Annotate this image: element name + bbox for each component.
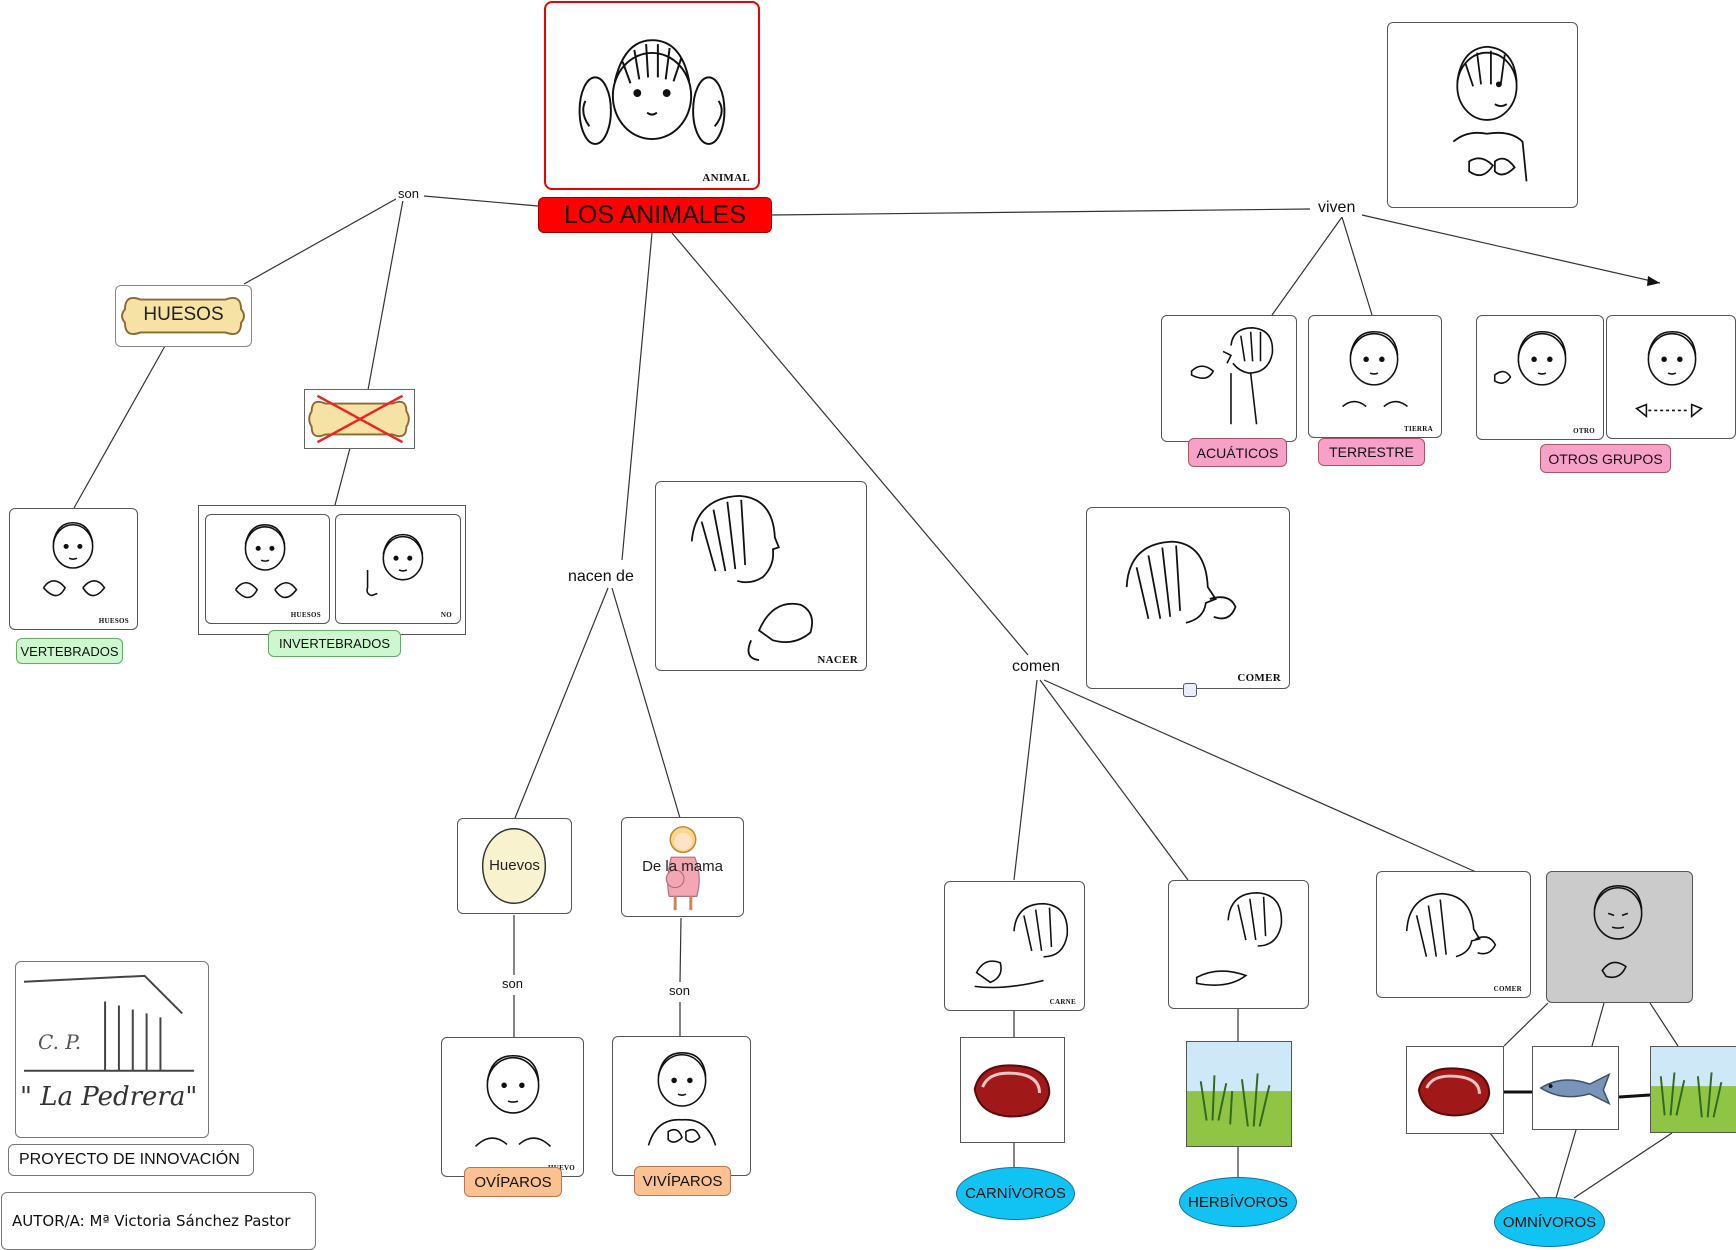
grass-image-omni: [1650, 1046, 1736, 1133]
acuaticos-pill[interactable]: ACUÁTICOS: [1188, 438, 1287, 467]
sign-profile-icon: [1405, 892, 1497, 958]
sign-boy-icon: [1452, 45, 1528, 182]
animal-sign-card: ANIMAL: [544, 1, 760, 190]
link-label-son-viviparos: son: [667, 983, 692, 998]
nacer-caption: NACER: [817, 654, 858, 666]
note-icon[interactable]: [1183, 683, 1197, 697]
comer-sign-card: COMER: [1086, 507, 1290, 689]
bone-icon: [121, 297, 245, 335]
acuaticos-sign-card: [1161, 315, 1297, 442]
sign-profile-icon: [1190, 327, 1274, 425]
meat-image-omni: [1406, 1046, 1504, 1134]
sign-caption-carne: CARNE: [1049, 998, 1076, 1006]
huevos-node[interactable]: Huevos: [457, 818, 572, 914]
sign-caption-huevo: HUEVO: [547, 1164, 575, 1172]
sign-face-icon: [578, 39, 726, 145]
sign-face-icon: [366, 533, 424, 597]
link-label-son-oviparos: son: [500, 976, 525, 991]
invertebrados-sign-no: NO: [335, 514, 461, 624]
vertebrados-sign-card: HUESOS: [9, 508, 138, 630]
sign-face-icon: [1493, 330, 1567, 386]
school-building-icon: [23, 974, 195, 1072]
omnivoros-sign-card-1: COMER: [1376, 871, 1531, 998]
grass-icon: [1187, 1042, 1291, 1146]
sign-face-icon: [474, 1054, 552, 1147]
sign-face-icon: [42, 521, 106, 597]
sign-profile-icon: [1195, 892, 1283, 986]
terrestre-sign-card: TIERRA: [1308, 315, 1442, 438]
steak-icon: [973, 1064, 1051, 1118]
egg-icon: [481, 828, 547, 904]
viviparos-pill[interactable]: VIVÍPAROS: [634, 1166, 731, 1196]
omnivoros-sign-card-2: [1546, 871, 1693, 1003]
de-la-mama-node[interactable]: De la mama: [621, 817, 744, 917]
omnivoros-node[interactable]: OMNÍVOROS: [1494, 1197, 1605, 1247]
pregnant-woman-icon: [665, 826, 700, 911]
sign-face-icon: [234, 524, 298, 599]
fish-icon: [1539, 1072, 1611, 1106]
sign-profile-icon: [974, 902, 1069, 989]
crossed-bone-icon: [308, 394, 410, 444]
sign-caption-huesos: HUESOS: [290, 611, 321, 619]
invertebrados-pill[interactable]: INVERTEBRADOS: [268, 630, 401, 657]
sign-caption-no: NO: [440, 611, 452, 619]
herbivoros-node[interactable]: HERBÍVOROS: [1179, 1177, 1297, 1227]
carne-sign-card: CARNE: [944, 881, 1085, 1011]
no-bones-node[interactable]: [304, 389, 415, 449]
sign-profile-icon: [690, 494, 813, 661]
author-box: AUTOR/A: Mª Victoria Sánchez Pastor: [1, 1192, 316, 1250]
viviparos-sign-card: [612, 1036, 751, 1176]
sign-caption-comer: COMER: [1493, 985, 1522, 993]
root-node-los-animales[interactable]: LOS ANIMALES: [538, 197, 772, 233]
herbivoros-sign-card: [1168, 880, 1309, 1009]
viven-sign-card: [1387, 22, 1578, 208]
comer-caption: COMER: [1237, 672, 1281, 684]
link-label-viven: viven: [1316, 199, 1358, 217]
oviparos-sign-card: HUEVO: [441, 1037, 584, 1177]
nacer-sign-card: NACER: [655, 481, 867, 671]
sign-profile-icon: [1125, 540, 1237, 624]
link-label-nacen-de: nacen de: [566, 568, 636, 586]
carnivoros-node[interactable]: CARNÍVOROS: [956, 1167, 1075, 1220]
grass-image: [1186, 1041, 1292, 1147]
fish-image: [1532, 1046, 1619, 1130]
sign-caption-tierra: TIERRA: [1403, 425, 1433, 433]
animal-caption: ANIMAL: [702, 172, 750, 184]
terrestre-pill[interactable]: TERRESTRE: [1318, 438, 1425, 466]
oviparos-pill[interactable]: OVÍPAROS: [464, 1167, 562, 1197]
sign-caption-huesos: HUESOS: [98, 617, 129, 625]
link-label-comen: comen: [1010, 658, 1063, 676]
de-la-mama-label: De la mama: [642, 858, 723, 875]
vertebrados-pill[interactable]: VERTEBRADOS: [16, 638, 123, 664]
project-box: PROYECTO DE INNOVACIÓN: [8, 1144, 254, 1176]
school-logo: C. P. " La Pedrera": [15, 961, 209, 1138]
link-label-son: son: [396, 186, 421, 201]
huevos-label: Huevos: [489, 857, 540, 874]
meat-image: [960, 1037, 1065, 1143]
invertebrados-sign-huesos: HUESOS: [205, 514, 330, 624]
school-line-1: C. P.: [38, 1030, 82, 1054]
sign-face-icon: [1635, 330, 1704, 418]
sign-boy-icon: [647, 1051, 717, 1146]
huesos-label: HUESOS: [143, 304, 224, 325]
school-line-2: " La Pedrera": [20, 1082, 198, 1112]
steak-icon: [1417, 1067, 1491, 1117]
otros-sign-card-1: OTRO: [1476, 315, 1604, 440]
sign-face-icon: [1593, 884, 1643, 979]
sign-caption-otro: OTRO: [1573, 427, 1595, 435]
grass-icon: [1651, 1047, 1736, 1132]
sign-face-icon: [1342, 330, 1408, 408]
huesos-node[interactable]: HUESOS: [115, 285, 252, 347]
otros-grupos-pill[interactable]: OTROS GRUPOS: [1540, 444, 1671, 473]
otros-sign-card-2: [1606, 315, 1736, 439]
